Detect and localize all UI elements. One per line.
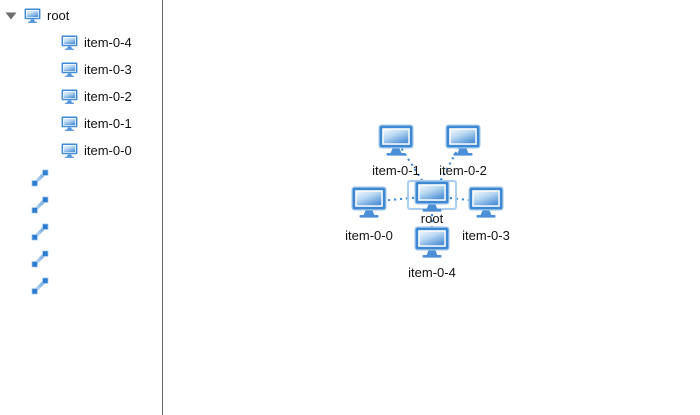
computer-icon <box>414 180 450 212</box>
link-icon <box>31 249 49 268</box>
tree-item-item-0-2[interactable]: item-0-2 <box>0 83 162 110</box>
node-root[interactable] <box>414 180 450 212</box>
tree-item-label: item-0-4 <box>84 35 132 50</box>
node-label-item-0-3: item-0-3 <box>462 228 510 243</box>
node-label-item-0-4: item-0-4 <box>408 265 456 280</box>
node-item-0-3[interactable] <box>468 186 504 218</box>
tree-item-label: item-0-0 <box>84 143 132 158</box>
edge-root-item-0-1[interactable] <box>395 139 433 197</box>
tree-item-label: item-0-1 <box>84 116 132 131</box>
node-item-0-2[interactable] <box>445 124 481 156</box>
tree-item-link-2[interactable] <box>0 191 162 218</box>
node-label-item-0-2: item-0-2 <box>439 163 487 178</box>
chevron-down-icon[interactable] <box>5 12 17 20</box>
tree-item-link-4[interactable] <box>0 245 162 272</box>
computer-icon <box>61 143 78 158</box>
node-item-0-1[interactable] <box>378 124 414 156</box>
tree-item-link-5[interactable] <box>0 272 162 299</box>
computer-icon <box>351 186 387 218</box>
computer-icon <box>378 124 414 156</box>
tree-item-item-0-1[interactable]: item-0-1 <box>0 110 162 137</box>
link-icon <box>31 276 49 295</box>
node-label-root: root <box>420 211 444 226</box>
node-item-0-4[interactable] <box>414 226 450 258</box>
tree-item-item-0-3[interactable]: item-0-3 <box>0 56 162 83</box>
tree-item-item-0-0[interactable]: item-0-0 <box>0 137 162 164</box>
link-icon <box>31 168 49 187</box>
tree-panel: root item-0-4 item-0-3 item-0-2 item-0-1… <box>0 0 163 415</box>
tree-item-root[interactable]: root <box>0 2 162 29</box>
node-label-item-0-0: item-0-0 <box>345 228 393 243</box>
tree-item-label: item-0-3 <box>84 62 132 77</box>
edge-root-item-0-0[interactable] <box>368 195 433 203</box>
computer-icon <box>24 8 41 23</box>
tree-item-label: item-0-2 <box>84 89 132 104</box>
link-icon <box>31 222 49 241</box>
tree-item-link-3[interactable] <box>0 218 162 245</box>
tree-item-label: root <box>47 8 70 23</box>
computer-icon <box>61 116 78 131</box>
edge-root-item-0-2[interactable] <box>431 139 464 197</box>
computer-icon <box>61 62 78 77</box>
computer-icon <box>414 226 450 258</box>
node-label-item-0-1: item-0-1 <box>372 163 420 178</box>
tree-item-link-1[interactable] <box>0 164 162 191</box>
computer-icon <box>468 186 504 218</box>
computer-icon <box>445 124 481 156</box>
tree-item-item-0-4[interactable]: item-0-4 <box>0 29 162 56</box>
computer-icon <box>61 89 78 104</box>
node-item-0-0[interactable] <box>351 186 387 218</box>
link-icon <box>31 195 49 214</box>
computer-icon <box>61 35 78 50</box>
